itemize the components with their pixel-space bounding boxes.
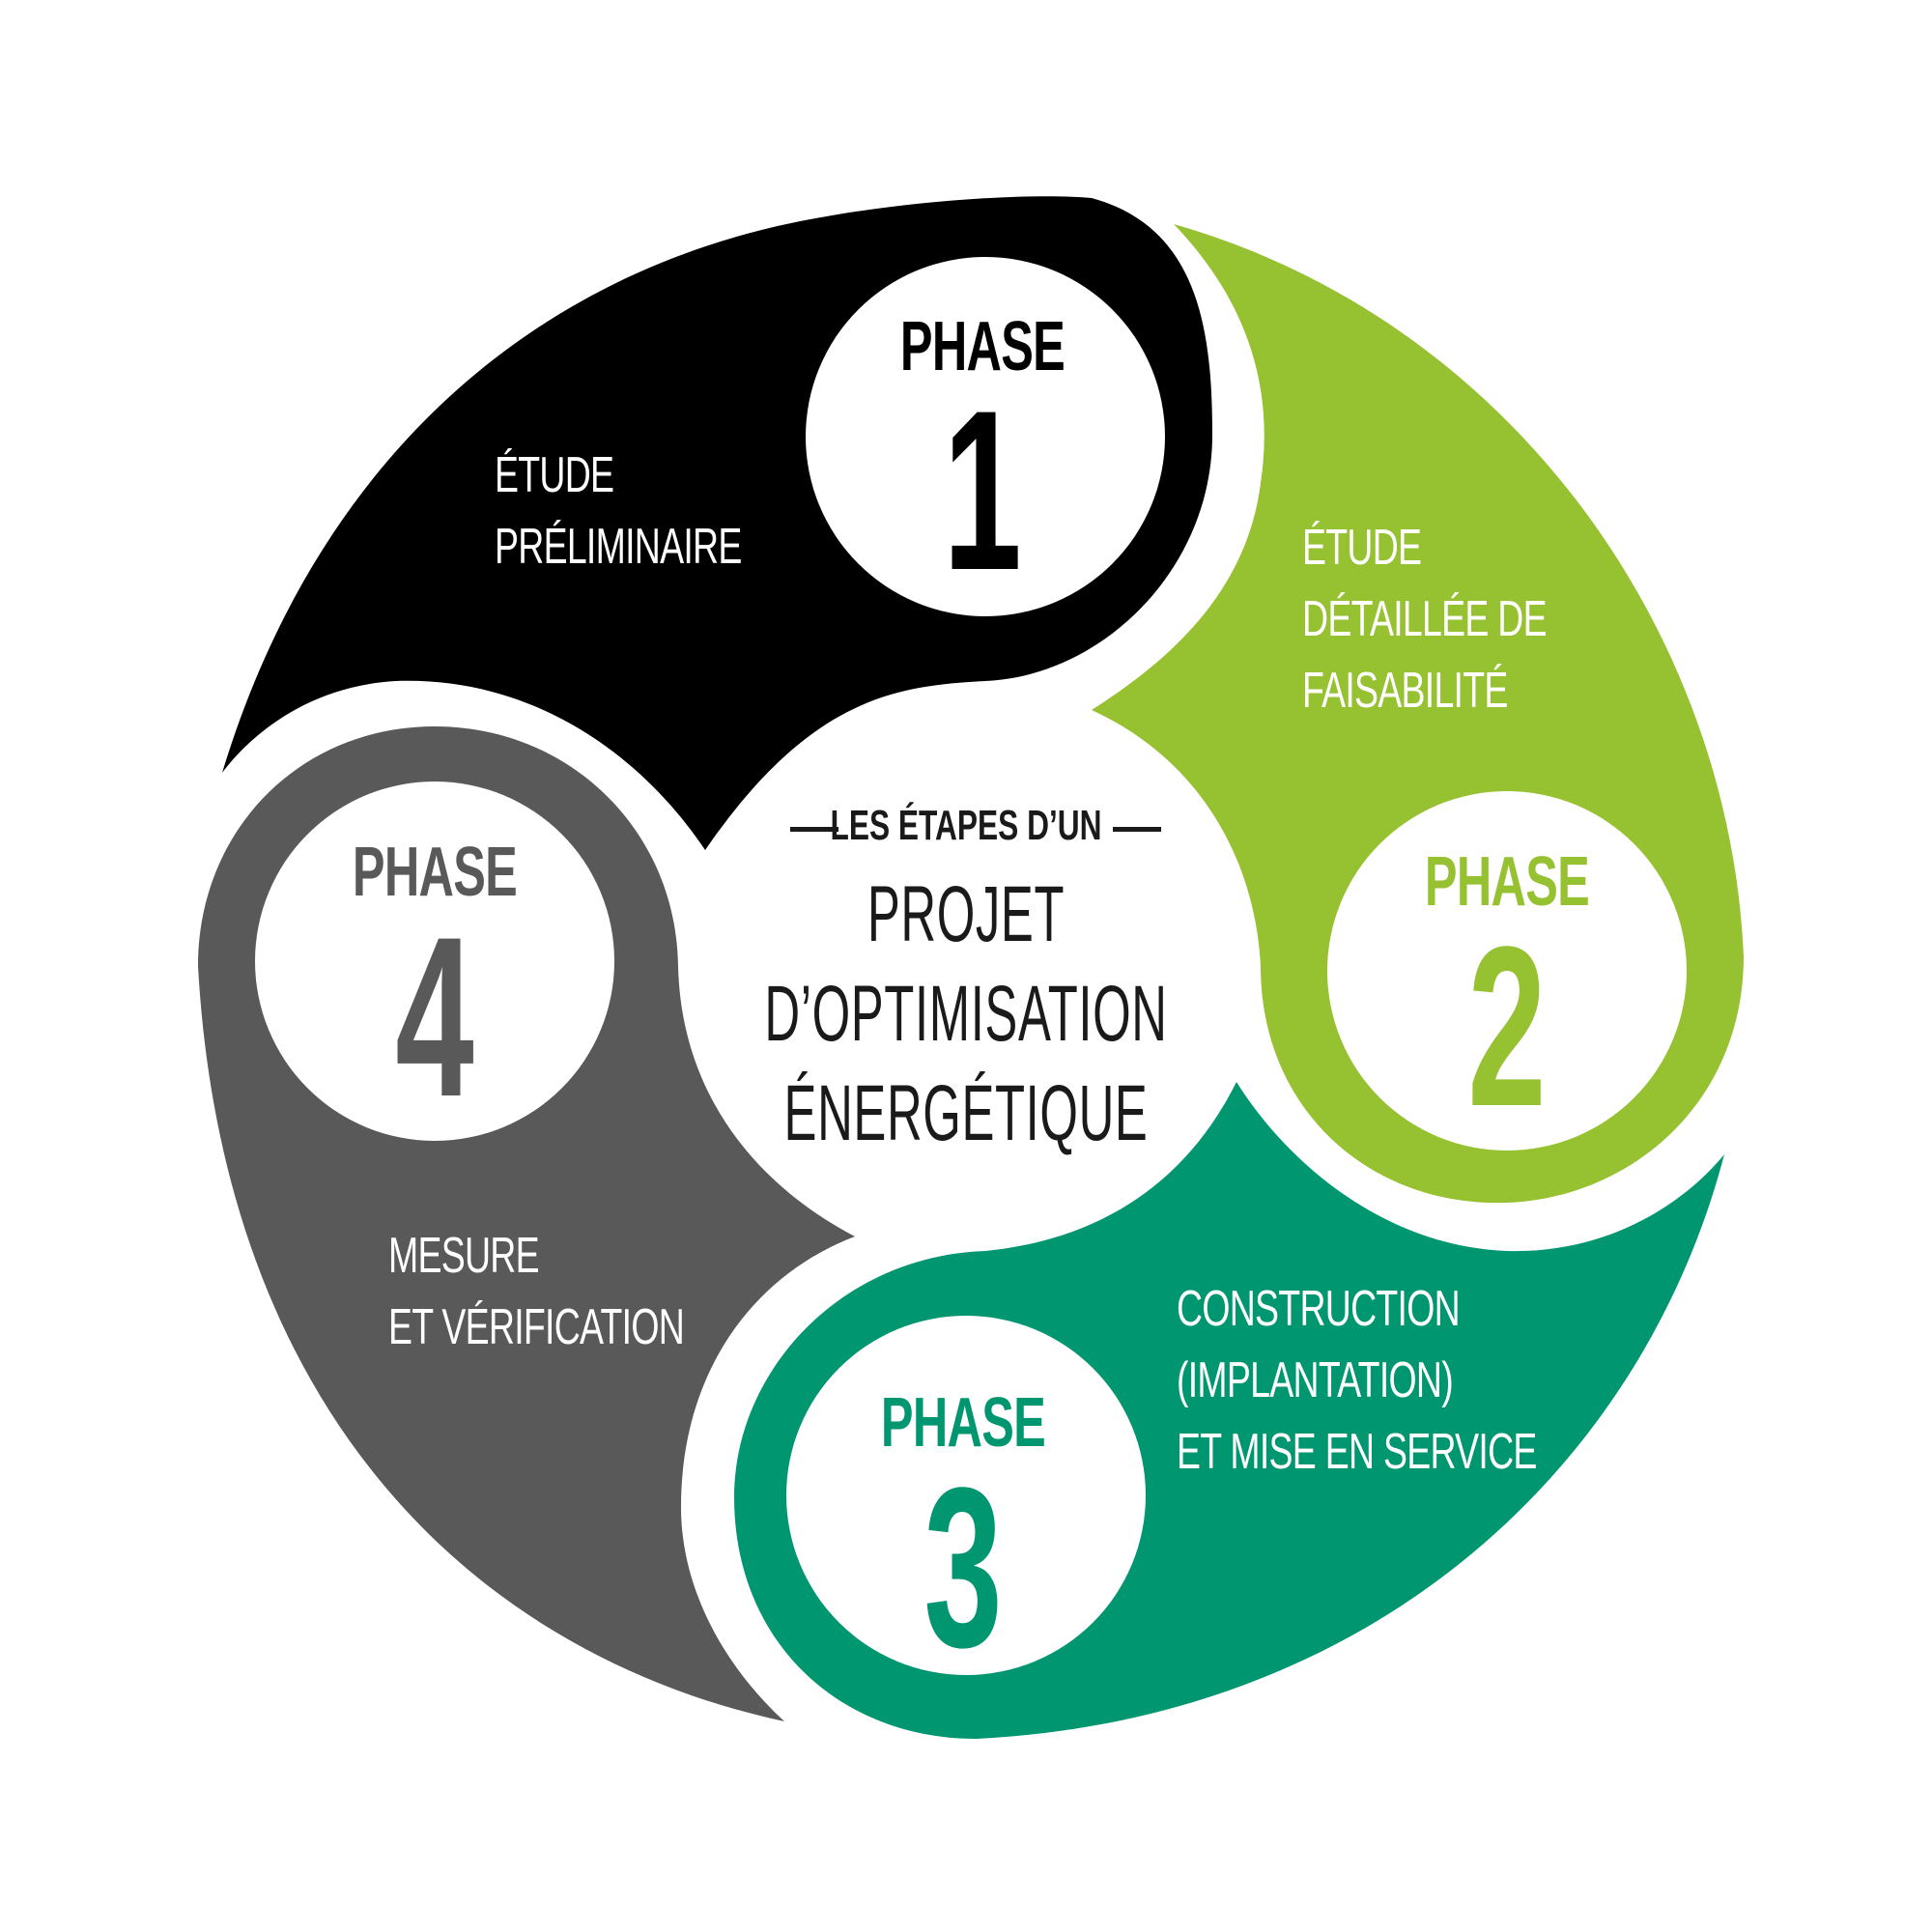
phase-3-description-line: Construction (1177, 1281, 1461, 1337)
phase-2-description-line: faisabilité (1302, 663, 1508, 719)
phase-4-description-line: Mesure (388, 1228, 540, 1284)
center-title-line-1: Projet (867, 870, 1065, 958)
phase-1-description: Étude préliminaire (495, 440, 742, 582)
phase-4-badge (255, 781, 614, 1141)
phase-3-badge (786, 1316, 1146, 1675)
phase-2-description-line: Étude (1302, 520, 1422, 576)
phase-2-label: Phase (1424, 843, 1590, 921)
phase-3-description-line: (implantation) (1177, 1352, 1454, 1408)
phase-4-label: Phase (352, 834, 518, 911)
phase-1-description-line: Étude (495, 447, 614, 503)
center-title-line-3: énergétique (783, 1069, 1149, 1157)
phase-1-label: Phase (899, 308, 1065, 385)
phase-1-badge (806, 257, 1165, 616)
phase-3-number: 3 (923, 1440, 1003, 1695)
center-kicker-rule-left (790, 827, 838, 832)
phase-4-number: 4 (395, 890, 474, 1145)
phase-3-description-line: et mise en service (1177, 1424, 1537, 1480)
phase-4-description: Mesure et vérification (388, 1220, 685, 1363)
center-title-line-2: d’optimisation (764, 970, 1168, 1058)
phase-2-description: Étude détaillée de faisabilité (1302, 512, 1548, 726)
phase-1-description-line: préliminaire (495, 519, 742, 575)
phase-3-label: Phase (880, 1384, 1046, 1462)
phase-2-number: 2 (1467, 899, 1547, 1154)
phase-3-description: Construction (implantation) et mise en s… (1177, 1273, 1537, 1488)
phase-2-badge (1327, 791, 1687, 1151)
center-kicker-rule-right (1113, 827, 1161, 832)
phase-4-description-line: et vérification (388, 1299, 685, 1355)
phase-2-description-line: détaillée de (1302, 591, 1548, 647)
phase-1-number: 1 (943, 363, 1022, 618)
center-kicker: Les étapes d’un (830, 802, 1102, 849)
